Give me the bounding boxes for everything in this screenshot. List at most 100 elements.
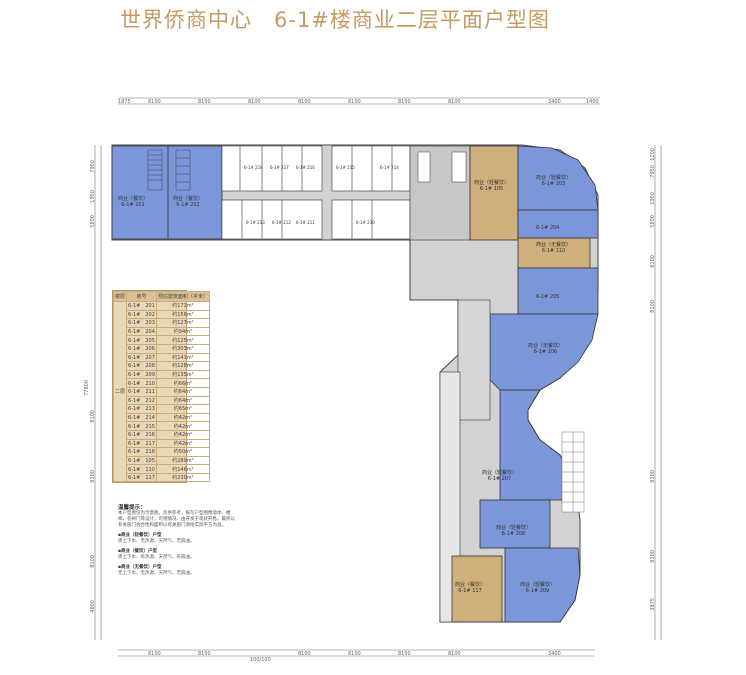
- table-area-cell: 约64m²: [155, 386, 210, 397]
- unit-117-area: [451, 555, 503, 623]
- dim-top-4: 8100: [298, 99, 311, 105]
- table-area-cell: 约156m²: [155, 309, 210, 320]
- table-room-cell: 6-1# 204: [126, 326, 157, 337]
- table-room-cell: 6-1# 212: [126, 395, 157, 406]
- dim-top-3: 8100: [248, 99, 261, 105]
- dim-left-lower-2: 8100: [90, 555, 96, 568]
- dim-right-2: 1950: [650, 192, 656, 205]
- dim-top-1: 8100: [148, 99, 161, 105]
- table-area-cell: 约64m²: [155, 395, 210, 406]
- table-area-cell: 约42m²: [155, 438, 210, 449]
- table-room-cell: 6-1# 216: [126, 429, 157, 440]
- corridor-label-210: 6-1# 210: [356, 220, 375, 225]
- unit-209-area: [504, 547, 581, 623]
- dim-right-3: 5800: [650, 215, 656, 228]
- unit-label-207: 商业（轻餐饮）6-1# 207: [482, 470, 518, 482]
- table-area-cell: 约66m²: [155, 378, 210, 388]
- unit-207-area: [499, 389, 571, 501]
- notes-section-title: ▪商业（轻餐饮）户型: [118, 533, 162, 538]
- dim-left-2: 5800: [90, 215, 96, 228]
- dim-bottom-2: 8100: [298, 651, 311, 657]
- notes-section-desc: 周上下水、有热源、天然气、有隔油。: [118, 555, 195, 560]
- table-area-cell: 约42m²: [155, 429, 210, 440]
- table-area-cell: 约50m²: [155, 447, 210, 457]
- table-room-cell: 6-1# 210: [126, 378, 157, 388]
- table-header-area: 预估建筑面积（平米）: [155, 291, 210, 302]
- dim-bottom-extra: 100/100: [250, 657, 271, 663]
- corridor-label-213: 6-1# 213: [246, 220, 265, 225]
- dim-top-8: 3400: [548, 99, 561, 105]
- unit-label-209: 商业（轻餐饮）6-1# 209: [520, 582, 556, 594]
- corridor-label-211: 6-1# 211: [296, 220, 315, 225]
- dim-top-5: 8100: [348, 99, 361, 105]
- table-area-cell: 约128m²: [155, 361, 210, 371]
- dim-top-7: 8100: [448, 99, 461, 105]
- table-area-cell: 约42m²: [155, 412, 210, 423]
- dim-left-1: 1950: [90, 190, 96, 203]
- dim-right-lower-0: 8100: [650, 470, 656, 483]
- corridor-label-212: 6-1# 212: [272, 220, 291, 225]
- notes-section-desc: 周上下水、无热源、天然气、无隔油。: [118, 539, 195, 544]
- unit-label-206: 商业（无餐饮）6-1# 206: [528, 343, 564, 355]
- notes-panel: 温馨提示： 本户型图仅为示意图，仅供参考，报写户型图像墙体、楼梯、卷闸门等设计，…: [118, 505, 238, 577]
- table-room-cell: 6-1# 206: [126, 343, 157, 354]
- page-title: 世界侨商中心 6-1#楼商业二层平面户型图: [120, 8, 550, 32]
- table-room-cell: 6-1# 205: [126, 335, 157, 345]
- table-room-cell: 6-1# 218: [126, 447, 157, 457]
- table-area-cell: 约127m²: [155, 318, 210, 328]
- table-room-cell: 6-1# 217: [126, 438, 157, 449]
- dim-top-9: 1400: [586, 99, 599, 105]
- table-area-cell: 约65m²: [155, 404, 210, 414]
- table-area-cell: 约94m²: [155, 326, 210, 337]
- unit-label-203: 商业（轻餐饮）6-1# 203: [536, 175, 572, 187]
- unit-110-area: [517, 237, 591, 269]
- dim-bottom-6: 3400: [548, 651, 561, 657]
- notes-section-title: ▪商业（无餐饮）户型: [118, 565, 162, 570]
- corridor-label-215: 6-1# 215: [336, 165, 355, 170]
- unit-label-201: 商业（餐饮）6-1# 201: [118, 196, 149, 208]
- unit-label-205: 6-1# 205: [536, 294, 560, 300]
- exterior-stair: [561, 431, 585, 513]
- dim-right-lower-1: 8100: [650, 550, 656, 563]
- dim-right-0: 1200: [650, 148, 656, 161]
- table-area-cell: 约141m²: [155, 352, 210, 363]
- table-room-cell: 6-1# 208: [126, 361, 157, 371]
- unit-105-area: [469, 145, 519, 241]
- dim-bottom-3: 8100: [348, 651, 361, 657]
- table-room-cell: 6-1# 207: [126, 352, 157, 363]
- dim-right-1: 7950: [650, 165, 656, 178]
- notes-section-title: ▪商业（餐饮）户型: [118, 549, 158, 554]
- dim-top-6: 8100: [398, 99, 411, 105]
- dim-top-2: 8100: [198, 99, 211, 105]
- table-room-cell: 6-1# 211: [126, 386, 157, 397]
- dim-bottom-4: 8100: [398, 651, 411, 657]
- table-room-cell: 6-1# 110: [126, 464, 157, 474]
- notes-section-desc: 无上下水、无热源、天然气、无隔油。: [118, 571, 195, 576]
- table-area-cell: 约146m²: [155, 464, 210, 474]
- table-area-cell: 约289m²: [155, 455, 210, 466]
- dimension-lines: [94, 97, 662, 657]
- table-area-cell: 约172m²: [155, 301, 210, 311]
- table-floor-cell: 二层: [112, 300, 128, 483]
- unit-205-area: [517, 267, 599, 315]
- corridor-shops: [221, 145, 411, 240]
- table-room-cell: 6-1# 203: [126, 318, 157, 328]
- table-area-cell: 约303m²: [155, 343, 210, 354]
